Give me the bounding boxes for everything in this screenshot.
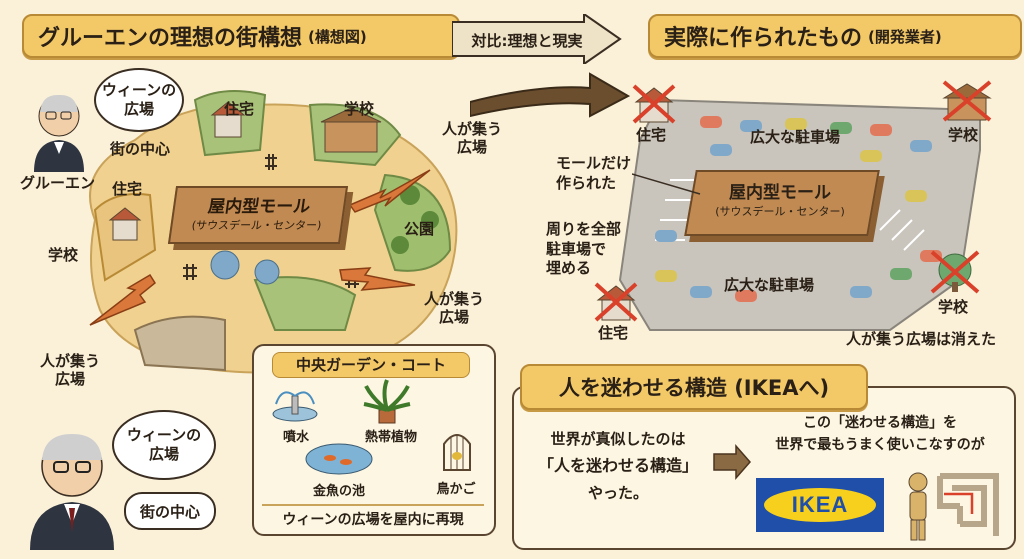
ikea-arrow-icon: [713, 444, 751, 480]
removed-house-top-icon: [632, 84, 676, 124]
right-label-house-top: 住宅: [636, 126, 667, 144]
label-house-left: 住宅: [112, 180, 143, 198]
parking-label-top: 広大な駐車場: [750, 128, 841, 146]
ikea-logo: IKEA: [756, 478, 884, 532]
removed-house-bottom-icon: [594, 282, 638, 322]
garden-item-birdcage: 鳥かご: [436, 482, 476, 497]
garden-title: 中央ガーデン・コート: [272, 352, 470, 378]
bubble-top: ウィーンの 広場: [94, 68, 184, 132]
label-plaza-top-right: 人が集う 広場: [442, 120, 503, 156]
right-label-school-top: 学校: [948, 126, 979, 144]
label-plaza-gone: 人が集う広場は消えた: [846, 330, 997, 348]
ikea-right-text: この「迷わせる構造」を 世界で最もうまく使いこなすのが: [775, 415, 985, 454]
real-mall-name: 屋内型モール: [729, 183, 831, 203]
label-house-top: 住宅: [224, 100, 255, 118]
bubble-bottom: ウィーンの 広場: [112, 410, 216, 480]
removed-school-bottom-icon: [930, 250, 980, 294]
right-title: 実際に作られたもの: [664, 26, 863, 51]
label-plaza-right: 人が集う 広場: [424, 290, 485, 326]
ideal-mall: 屋内型モール (サウスデール・センター): [167, 186, 349, 244]
left-title-banner: グルーエンの理想の街構想 (構想図): [22, 14, 460, 58]
real-mall-sub: (サウスデール・センター): [715, 205, 845, 218]
label-surround: 周りを全部 駐車場で 埋める: [546, 220, 622, 277]
transition-arrow-icon: [470, 72, 630, 118]
label-school-left: 学校: [48, 246, 79, 264]
parking-label-bottom: 広大な駐車場: [724, 276, 815, 294]
fountain-icon: [272, 391, 318, 422]
left-title: グルーエンの理想の街構想: [38, 26, 303, 51]
tropical-plant-icon: [363, 379, 411, 424]
right-title-banner: 実際に作られたもの (開発業者): [648, 14, 1022, 58]
gruen-portrait-bottom-icon: [30, 434, 114, 550]
only-mall-pointer: [632, 173, 701, 195]
goldfish-pond-icon: [305, 443, 373, 475]
label-school-top: 学校: [344, 100, 375, 118]
garden-item-fountain: 噴水: [282, 430, 309, 445]
ikea-left-text: 世界が真似したのは 「人を迷わせる構造」 やった。: [537, 430, 698, 503]
left-title-sub: (構想図): [308, 27, 367, 46]
center-label-top: 街の中心: [110, 140, 171, 158]
removed-school-top-icon: [942, 80, 992, 122]
label-plaza-bottom-left: 人が集う 広場: [40, 352, 101, 388]
ideal-mall-sub: (サウスデール・センター): [190, 219, 323, 232]
compare-arrow-icon: [452, 14, 622, 64]
label-park: 公園: [404, 220, 435, 238]
maze-person-icon: [908, 472, 999, 541]
plaza-arrows: [89, 169, 431, 326]
label-only-mall: モールだけ 作られた: [556, 154, 632, 192]
ikea-title-banner: 人を迷わせる構造 (IKEAへ): [520, 364, 868, 410]
right-label-school-bottom: 学校: [938, 298, 969, 316]
right-label-house-bottom: 住宅: [598, 324, 629, 342]
ikea-title: 人を迷わせる構造 (IKEAへ): [558, 376, 830, 400]
gruen-portrait-icon: [34, 94, 84, 172]
person-label: グルーエン: [20, 174, 96, 192]
compare-label: 対比:理想と現実: [471, 32, 583, 50]
garden-footer: ウィーンの広場を屋内に再現: [262, 504, 484, 529]
center-label-bottom: 街の中心: [124, 492, 216, 530]
ikea-logo-text: IKEA: [791, 492, 849, 517]
right-title-sub: (開発業者): [868, 27, 942, 46]
real-mall: 屋内型モール (サウスデール・センター): [684, 170, 880, 236]
ideal-mall-name: 屋内型モール: [206, 197, 312, 217]
garden-item-pond: 金魚の池: [312, 484, 365, 499]
garden-item-plant: 熱帯植物: [364, 430, 417, 445]
birdcage-icon: [443, 434, 471, 471]
